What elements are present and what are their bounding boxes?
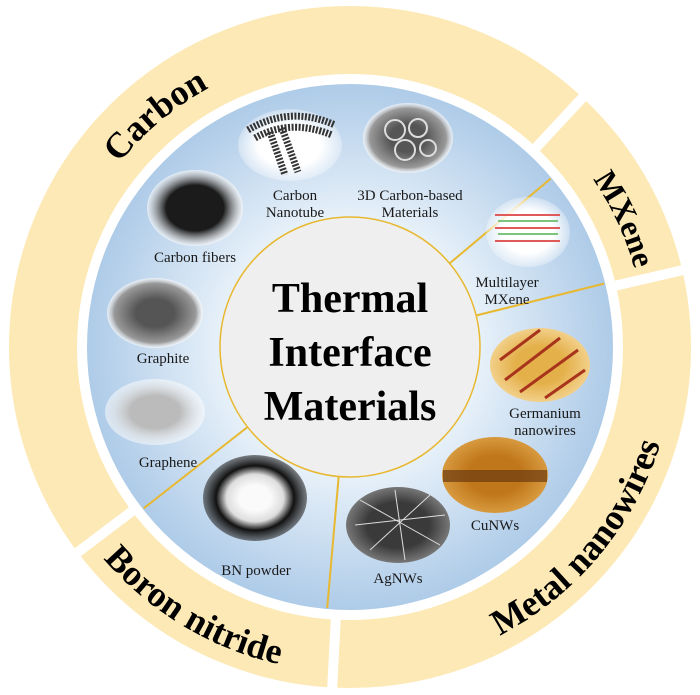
3d-carbon-label: 3D Carbon-based [357, 188, 463, 204]
3d-carbon-label-2: Materials [382, 205, 439, 221]
nanotube-shape-icon [246, 112, 337, 177]
cunws-label: CuNWs [471, 518, 519, 534]
material-carbon-fibers: Carbon fibers [147, 170, 243, 266]
graphene-image [105, 379, 205, 445]
material-graphite: Graphite [107, 278, 203, 367]
material-agnws: AgNWs [346, 487, 450, 587]
carbon-fibers-label: Carbon fibers [154, 250, 236, 266]
mxene-label-2: MXene [485, 292, 530, 308]
material-3d-carbon: 3D Carbon-based Materials [357, 103, 463, 221]
material-multilayer-mxene: Multilayer MXene [475, 197, 570, 308]
germanium-image [490, 328, 590, 402]
center-title-line1: Thermal [272, 276, 428, 322]
material-germanium-nanowires: Germanium nanowires [490, 328, 590, 439]
carbon-nanotube-label-2: Nanotube [266, 205, 325, 221]
center-circle [219, 216, 481, 478]
graphite-image [107, 278, 203, 348]
center-title-line3: Materials [264, 384, 437, 430]
bn-powder-label: BN powder [221, 563, 291, 579]
germanium-label: Germanium [509, 406, 581, 422]
material-carbon-nanotube: Carbon Nanotube [238, 109, 342, 221]
mxene-label: Multilayer [475, 275, 538, 291]
material-cunws: CuNWs [442, 437, 548, 534]
graphite-label: Graphite [137, 351, 190, 367]
carbon-nanotube-label: Carbon [273, 188, 318, 204]
mxene-image [486, 197, 570, 267]
3d-carbon-image [363, 103, 453, 173]
category-ring [9, 6, 691, 688]
graphene-label: Graphene [139, 455, 198, 471]
material-graphene: Graphene [105, 379, 205, 471]
agnws-label: AgNWs [373, 571, 422, 587]
material-bn-powder: BN powder [203, 455, 307, 579]
center-title-line2: Interface [268, 330, 431, 376]
ring-separators [71, 91, 688, 692]
carbon-fibers-image [147, 170, 243, 246]
bn-powder-image [203, 455, 307, 541]
germanium-label-2: nanowires [514, 423, 576, 439]
